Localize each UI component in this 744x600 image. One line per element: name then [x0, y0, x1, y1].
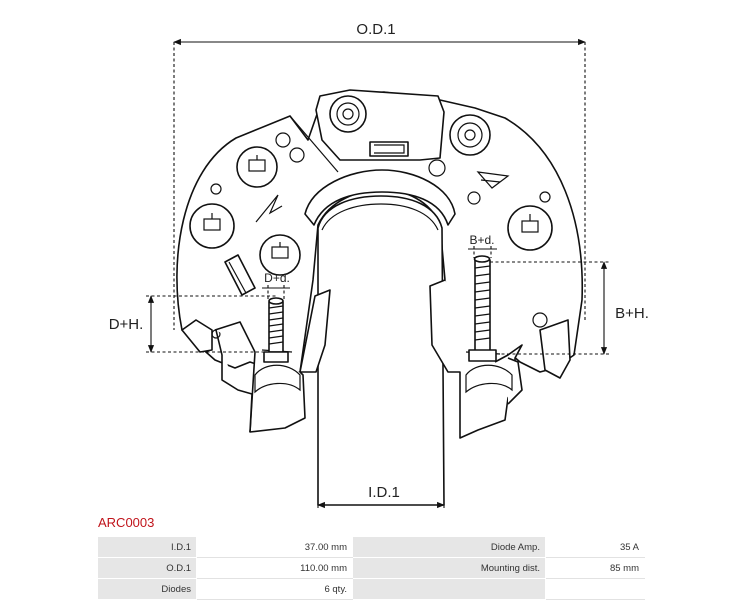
bh-dimension: B+H.: [490, 261, 649, 355]
rectifier-body: [176, 89, 584, 506]
spec-label: I.D.1: [97, 536, 197, 558]
part-code: ARC0003: [98, 515, 155, 530]
bh-label: B+H.: [615, 305, 649, 322]
spec-label: [352, 578, 546, 600]
rectifier-diagram: O.D.1: [109, 21, 649, 510]
od-dimension: O.D.1: [173, 21, 586, 330]
dd-dimension: D+d.: [262, 271, 290, 300]
spec-label: O.D.1: [97, 557, 197, 579]
bd-dimension: B+d.: [468, 233, 497, 258]
spec-value: 85 mm: [545, 557, 645, 579]
diode-2: [189, 203, 235, 249]
bd-label: B+d.: [469, 233, 494, 247]
dh-dimension: D+H.: [109, 295, 276, 353]
stud-d: [263, 297, 289, 363]
diode-3: [259, 234, 301, 276]
table-row: I.D.1 37.00 mm Diode Amp. 35 A: [97, 536, 645, 558]
dd-label: D+d.: [264, 271, 290, 285]
spec-table: I.D.1 37.00 mm Diode Amp. 35 A O.D.1 110…: [97, 536, 645, 600]
diode-1: [236, 146, 278, 188]
spec-value: 35 A: [545, 536, 645, 558]
dh-label: D+H.: [109, 316, 144, 333]
stud-b: [468, 255, 497, 362]
spec-value: 110.00 mm: [196, 557, 353, 579]
id-dimension: I.D.1: [317, 484, 445, 510]
spec-value: 37.00 mm: [196, 536, 353, 558]
table-row: O.D.1 110.00 mm Mounting dist. 85 mm: [97, 557, 645, 579]
spec-value: 6 qty.: [196, 578, 353, 600]
od-label: O.D.1: [356, 21, 395, 38]
spec-label: Diodes: [97, 578, 197, 600]
table-row: Diodes 6 qty.: [97, 578, 645, 600]
diode-4: [507, 205, 553, 251]
spec-label: Diode Amp.: [352, 536, 546, 558]
spec-value: [545, 578, 645, 600]
id-label: I.D.1: [368, 484, 400, 501]
spec-label: Mounting dist.: [352, 557, 546, 579]
